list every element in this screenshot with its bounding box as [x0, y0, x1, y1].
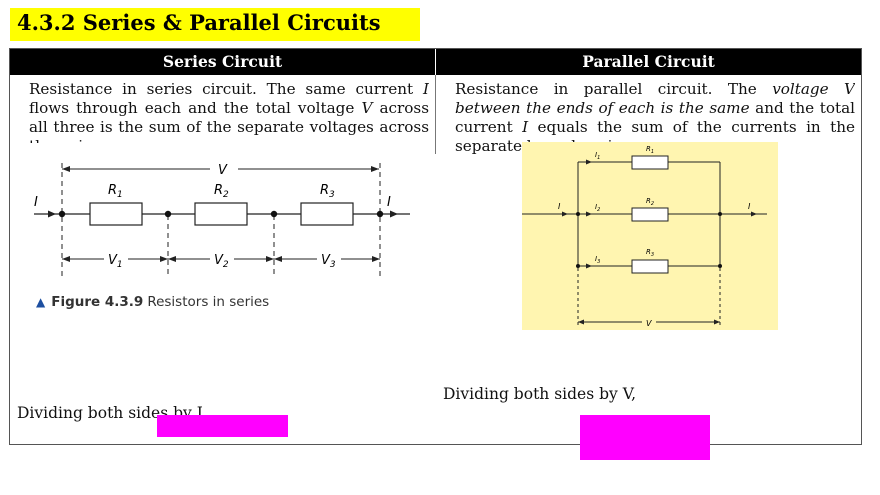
series-v3-sub: 3: [330, 260, 336, 270]
resistor-r3: [631, 259, 669, 274]
svg-text:R2: R2: [214, 183, 229, 200]
parallel-dividing-text: Dividing both sides by V,: [443, 385, 637, 403]
series-r3-sub: 3: [329, 190, 335, 200]
parallel-v-label: V: [646, 319, 652, 328]
parallel-r2-sub: 2: [651, 201, 654, 207]
parallel-r1-sub: 1: [651, 149, 654, 155]
svg-text:R2: R2: [646, 197, 654, 207]
series-equation-highlight: [157, 415, 288, 437]
series-r3-label: R: [320, 183, 329, 198]
svg-text:I2: I2: [595, 203, 600, 213]
parallel-text-1: Resistance in parallel circuit. The: [455, 80, 773, 98]
content-table: [9, 48, 862, 445]
resistor-r2: [194, 202, 248, 226]
parallel-i3-sub: 3: [597, 259, 600, 265]
svg-text:R1: R1: [108, 183, 123, 200]
parallel-i1-label: I: [595, 151, 597, 159]
svg-text:V1: V1: [108, 253, 123, 270]
resistor-r1: [89, 202, 143, 226]
parallel-i-out-label: I: [748, 202, 751, 211]
parallel-r3-label: R: [646, 248, 651, 256]
parallel-i-in-label: I: [558, 202, 561, 211]
slide-title: 4.3.2 Series & Parallel Circuits: [17, 10, 381, 35]
parallel-i3-label: I: [595, 255, 597, 263]
svg-text:I3: I3: [595, 255, 600, 265]
series-r1-label: R: [108, 183, 117, 198]
title-highlight: [10, 8, 420, 41]
parallel-r1-label: R: [646, 145, 651, 153]
resistor-r1: [631, 155, 669, 170]
series-var-i: I: [423, 80, 429, 98]
svg-text:R1: R1: [646, 145, 654, 155]
figure-caption-text: Resistors in series: [147, 294, 270, 310]
series-bullet: •Resistance in series circuit. The same …: [29, 80, 429, 143]
series-header: Series Circuit: [10, 49, 435, 75]
parallel-italic: voltage V between the ends of each is th…: [455, 80, 855, 117]
series-r1-sub: 1: [117, 190, 123, 200]
series-v-label: V: [218, 163, 228, 178]
parallel-i1-sub: 1: [597, 155, 600, 161]
svg-text:V2: V2: [214, 253, 229, 270]
resistor-r2: [631, 207, 669, 222]
parallel-r3-sub: 3: [651, 252, 654, 258]
figure-number: Figure 4.3.9: [51, 294, 144, 310]
parallel-equation-highlight: [580, 415, 710, 460]
svg-text:I1: I1: [595, 151, 600, 161]
series-i-out-label: I: [387, 195, 391, 210]
series-v3-label: V: [321, 253, 331, 268]
series-text-1: Resistance in series circuit. The same c…: [29, 80, 423, 98]
parallel-i2-label: I: [595, 203, 597, 211]
series-r2-label: R: [214, 183, 223, 198]
parallel-bullet: •Resistance in parallel circuit. The vol…: [455, 80, 855, 156]
parallel-i2-sub: 2: [597, 207, 600, 213]
series-v2-label: V: [214, 253, 224, 268]
svg-text:R3: R3: [320, 183, 335, 200]
series-circuit-diagram: V I I R1 R2 R3 V1 V2 V3: [20, 143, 430, 288]
series-v2-sub: 2: [223, 260, 229, 270]
series-i-in-label: I: [34, 195, 38, 210]
parallel-header: Parallel Circuit: [436, 49, 861, 75]
parallel-circuit-diagram: I I R1 R2 R3 I1 I2 I3 V: [522, 142, 778, 330]
column-divider: [435, 75, 436, 154]
series-r2-sub: 2: [223, 190, 229, 200]
series-v1-label: V: [108, 253, 118, 268]
svg-text:R3: R3: [646, 248, 654, 258]
svg-text:V3: V3: [321, 253, 336, 270]
resistor-r3: [300, 202, 354, 226]
triangle-icon: ▲: [36, 295, 46, 309]
series-v1-sub: 1: [117, 260, 123, 270]
parallel-text-2: and the total current: [455, 99, 855, 136]
series-text-3: across all three is the sum of the separ…: [29, 99, 429, 143]
series-var-v: V: [361, 99, 373, 117]
parallel-var-i: I: [522, 118, 529, 136]
series-text-2: flows through each and the total voltage: [29, 99, 362, 117]
parallel-r2-label: R: [646, 197, 651, 205]
